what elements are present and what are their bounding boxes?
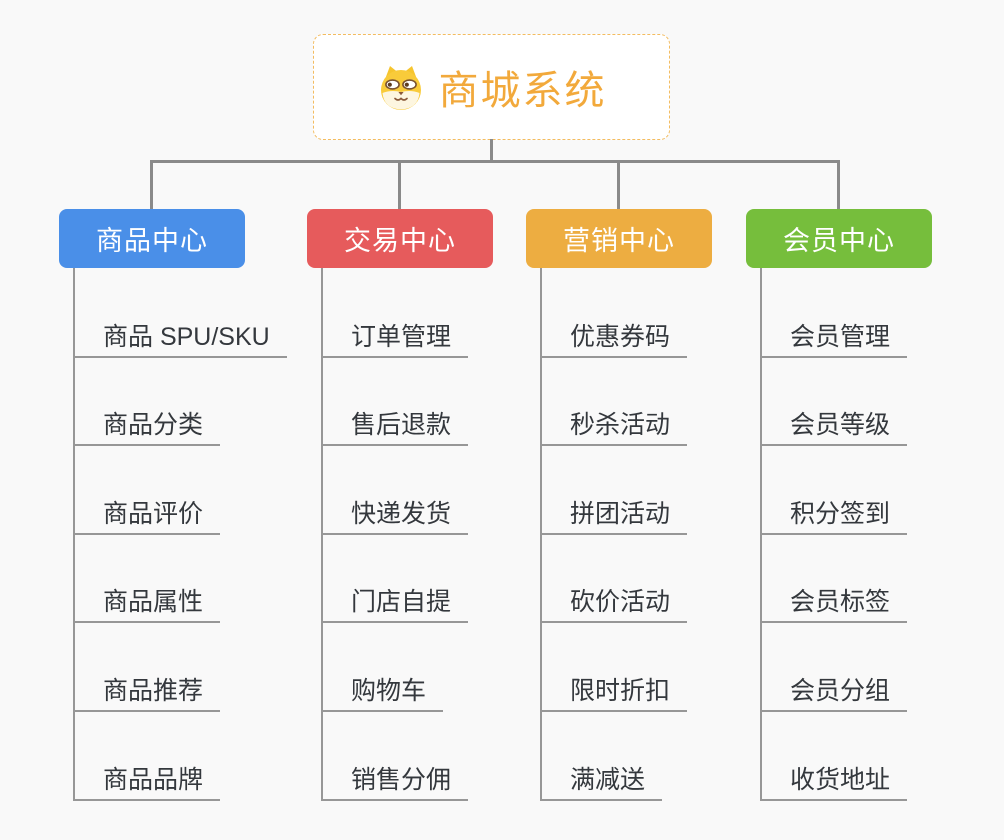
leaf-node[interactable]: 订单管理: [321, 314, 469, 358]
connector-horizontal-bar: [150, 160, 840, 163]
root-title: 商城系统: [438, 69, 607, 113]
leaf-node[interactable]: 满减送: [540, 757, 663, 801]
leaf-node[interactable]: 会员分组: [760, 668, 908, 712]
leaf-node[interactable]: 商品 SPU/SKU: [73, 314, 287, 358]
connector-drop-marketing: [617, 160, 620, 209]
branch-node-product-center[interactable]: 商品中心: [59, 209, 245, 268]
leaf-node[interactable]: 会员等级: [760, 402, 908, 446]
connector-drop-trade: [398, 160, 401, 209]
root-node[interactable]: 商城系统: [313, 34, 670, 140]
leaf-node[interactable]: 会员管理: [760, 314, 908, 358]
branch-node-trade-center[interactable]: 交易中心: [307, 209, 493, 268]
branch-product-center: 商品中心 商品 SPU/SKU 商品分类 商品评价 商品属性 商品推荐 商品品牌: [59, 209, 299, 840]
leaf-node[interactable]: 商品分类: [73, 402, 221, 446]
leaf-node[interactable]: 收货地址: [760, 757, 908, 801]
branch-node-marketing-center[interactable]: 营销中心: [526, 209, 712, 268]
leaf-node[interactable]: 商品推荐: [73, 668, 221, 712]
branch-member-center: 会员中心 会员管理 会员等级 积分签到 会员标签 会员分组 收货地址: [746, 209, 986, 840]
leaf-node[interactable]: 商品属性: [73, 579, 221, 623]
leaf-node[interactable]: 拼团活动: [540, 491, 688, 535]
leaf-node[interactable]: 购物车: [321, 668, 444, 712]
leaf-node[interactable]: 会员标签: [760, 579, 908, 623]
branch-node-member-center[interactable]: 会员中心: [746, 209, 932, 268]
connector-root-stem: [490, 139, 493, 163]
leaf-node[interactable]: 商品评价: [73, 491, 221, 535]
connector-drop-member: [837, 160, 840, 209]
leaf-node[interactable]: 砍价活动: [540, 579, 688, 623]
leaf-node[interactable]: 秒杀活动: [540, 402, 688, 446]
leaf-node[interactable]: 优惠券码: [540, 314, 688, 358]
leaf-node[interactable]: 售后退款: [321, 402, 469, 446]
leaf-node[interactable]: 限时折扣: [540, 668, 688, 712]
branch-marketing-center: 营销中心 优惠券码 秒杀活动 拼团活动 砍价活动 限时折扣 满减送: [526, 209, 766, 840]
leaf-node[interactable]: 积分签到: [760, 491, 908, 535]
leaf-node[interactable]: 销售分佣: [321, 757, 469, 801]
branch-trade-center: 交易中心 订单管理 售后退款 快递发货 门店自提 购物车 销售分佣: [307, 209, 547, 840]
leaf-node[interactable]: 商品品牌: [73, 757, 221, 801]
leaf-node[interactable]: 快递发货: [321, 491, 469, 535]
dog-face-icon: [380, 66, 421, 110]
connector-drop-product: [150, 160, 153, 209]
leaf-node[interactable]: 门店自提: [321, 579, 469, 623]
